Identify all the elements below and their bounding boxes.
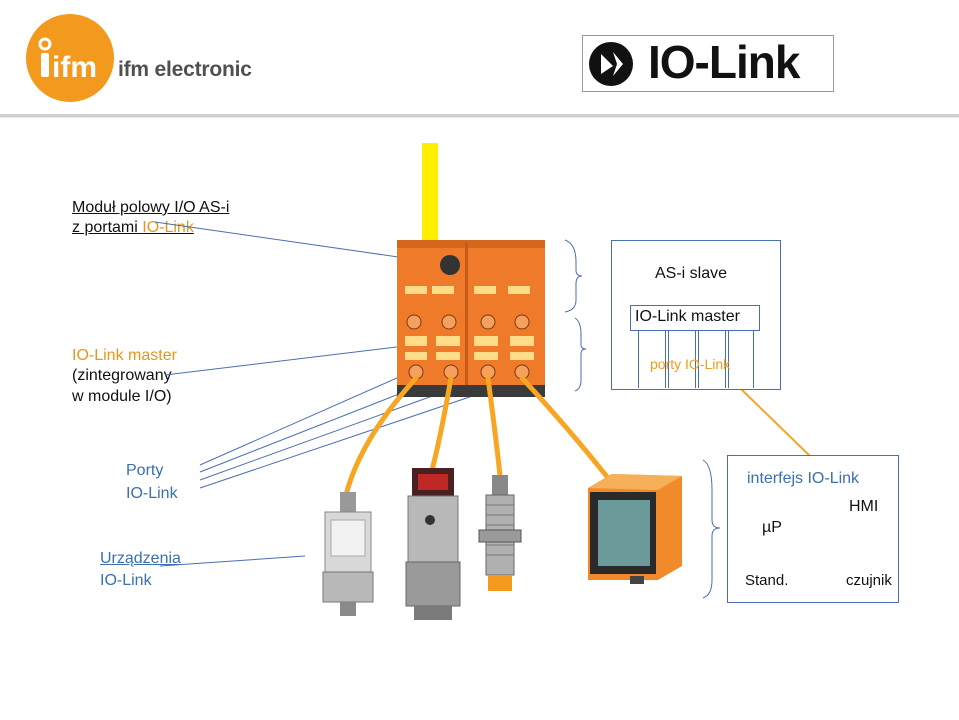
pressure-sensor-image bbox=[322, 492, 374, 616]
devices-label-line1: Urządzenia bbox=[100, 550, 181, 567]
port-column-1 bbox=[638, 330, 666, 388]
stack-to-interface-line bbox=[739, 387, 813, 459]
pointer-port-1 bbox=[199, 369, 416, 466]
pointer-master bbox=[164, 342, 431, 376]
master-label-line2: (zintegrowany bbox=[72, 367, 172, 384]
pointer-port-4 bbox=[199, 379, 521, 489]
sensor-label: czujnik bbox=[846, 572, 892, 589]
iolink-master-label: IO-Link master bbox=[635, 308, 740, 325]
cable-3 bbox=[485, 375, 503, 478]
asi-module bbox=[397, 240, 545, 397]
interface-title: interfejs IO-Link bbox=[747, 470, 860, 487]
interface-box bbox=[727, 455, 899, 603]
iolink-logo bbox=[582, 35, 834, 92]
hmi-label: HMI bbox=[849, 498, 879, 515]
brace-asi bbox=[564, 239, 583, 313]
devices-label-line2: IO-Link bbox=[100, 572, 152, 589]
cable-2 bbox=[429, 375, 454, 473]
asi-cable bbox=[422, 143, 438, 243]
photoelectric-sensor-image bbox=[405, 468, 461, 620]
company-name: ifm electronic bbox=[118, 58, 252, 81]
brace-interface bbox=[702, 459, 721, 599]
cable-4 bbox=[519, 375, 611, 481]
pointer-devices bbox=[159, 555, 306, 567]
master-label-line3: w module I/O) bbox=[72, 388, 172, 405]
ports-label-line2: IO-Link bbox=[126, 485, 178, 502]
microprocessor-label: µP bbox=[762, 519, 782, 536]
header-divider bbox=[0, 114, 959, 117]
port-column-3 bbox=[698, 330, 726, 388]
inductive-sensor-image bbox=[478, 475, 522, 591]
stand-label: Stand. bbox=[745, 572, 789, 589]
module-label-iolink: IO-Link bbox=[142, 219, 194, 236]
ifm-logo-text: ifm bbox=[52, 51, 97, 84]
ports-columns bbox=[638, 330, 754, 388]
module-label-prefix: z portami bbox=[72, 219, 143, 236]
vision-sensor-image bbox=[588, 474, 682, 584]
brace-ports bbox=[574, 317, 587, 392]
cable-1 bbox=[343, 375, 419, 498]
iolink-logo-text: IO-Link bbox=[648, 36, 800, 88]
asi-slave-label: AS-i slave bbox=[655, 265, 728, 282]
module-label-line2: z portami IO-Link bbox=[72, 218, 194, 238]
ifm-logo: ifm bbox=[26, 14, 114, 102]
port-column-4 bbox=[728, 330, 754, 388]
module-label-line1: Moduł polowy I/O AS-i bbox=[72, 199, 230, 216]
ports-label: porty IO-Link bbox=[650, 356, 731, 372]
ports-label-line1: Porty bbox=[126, 462, 164, 479]
master-label-line1: IO-Link master bbox=[72, 347, 177, 364]
pointer-module bbox=[154, 221, 406, 259]
port-column-2 bbox=[668, 330, 696, 388]
